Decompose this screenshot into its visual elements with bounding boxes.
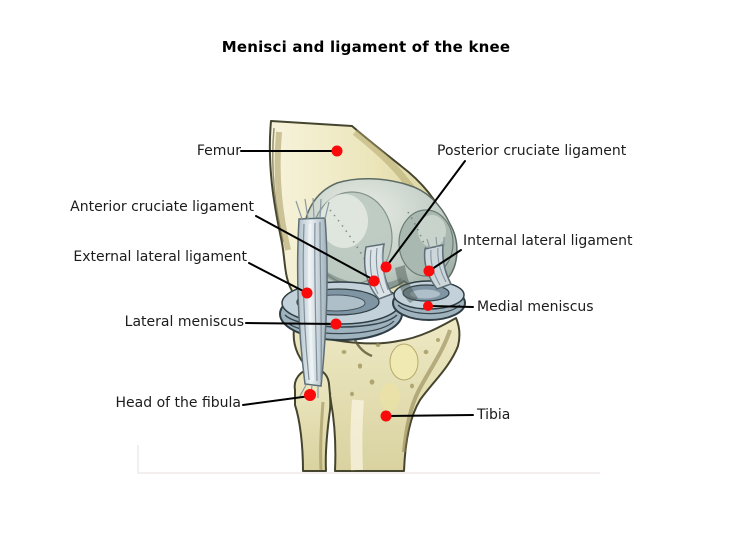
label-internal-lateral-ligament: Internal lateral ligament xyxy=(463,233,633,249)
markers xyxy=(301,145,435,422)
fibula-shaft-shading xyxy=(319,401,325,471)
leader-lines xyxy=(240,150,474,417)
femur-edge-accent xyxy=(272,127,284,243)
condyle-stipple-1 xyxy=(329,209,373,273)
label-anterior-cruciate-ligament: Anterior cruciate ligament xyxy=(70,199,254,215)
label-external-lateral-ligament: External lateral ligament xyxy=(73,249,247,265)
leader-line-internal-lateral xyxy=(428,249,462,272)
page-title: Menisci and ligament of the knee xyxy=(221,38,511,56)
tibia-shaft-highlight xyxy=(350,399,364,471)
leader-line-posterior-cruciate xyxy=(385,160,466,268)
label-medial-meniscus: Medial meniscus xyxy=(477,299,594,315)
marker-dot-anterior-cruciate xyxy=(368,275,380,287)
label-femur: Femur xyxy=(196,143,241,159)
marker-dot-internal-lateral xyxy=(423,265,435,277)
scan-edge xyxy=(137,445,600,474)
label-posterior-cruciate-ligament: Posterior cruciate ligament xyxy=(437,143,627,159)
tibia-patch-2 xyxy=(380,383,400,411)
leader-line-head-of-fibula xyxy=(242,395,311,406)
leader-line-medial-meniscus xyxy=(429,305,474,308)
marker-dot-external-lateral xyxy=(301,287,313,299)
femur-shading-left xyxy=(274,131,291,251)
label-tibia: Tibia xyxy=(477,407,511,423)
marker-dot-tibia xyxy=(380,410,392,422)
leader-line-lateral-meniscus xyxy=(245,322,337,325)
marker-dot-posterior-cruciate xyxy=(380,261,392,273)
marker-dot-head-of-fibula xyxy=(304,389,316,401)
tibia-right-shading xyxy=(402,329,452,453)
leader-line-tibia xyxy=(387,414,474,417)
marker-dot-femur xyxy=(331,145,343,157)
tibia-patch-bright xyxy=(389,343,419,381)
marker-dot-lateral-meniscus xyxy=(330,318,342,330)
medial-condyle-highlight xyxy=(418,215,446,247)
label-head-of-the-fibula: Head of the fibula xyxy=(115,395,241,411)
leader-line-external-lateral xyxy=(248,262,308,294)
label-lateral-meniscus: Lateral meniscus xyxy=(124,314,244,330)
lateral-condyle-highlight xyxy=(320,194,368,248)
illustration-group xyxy=(137,120,600,474)
marker-dot-medial-meniscus xyxy=(423,301,433,311)
tibia-mottling xyxy=(341,338,440,397)
leader-line-anterior-cruciate xyxy=(255,215,375,281)
